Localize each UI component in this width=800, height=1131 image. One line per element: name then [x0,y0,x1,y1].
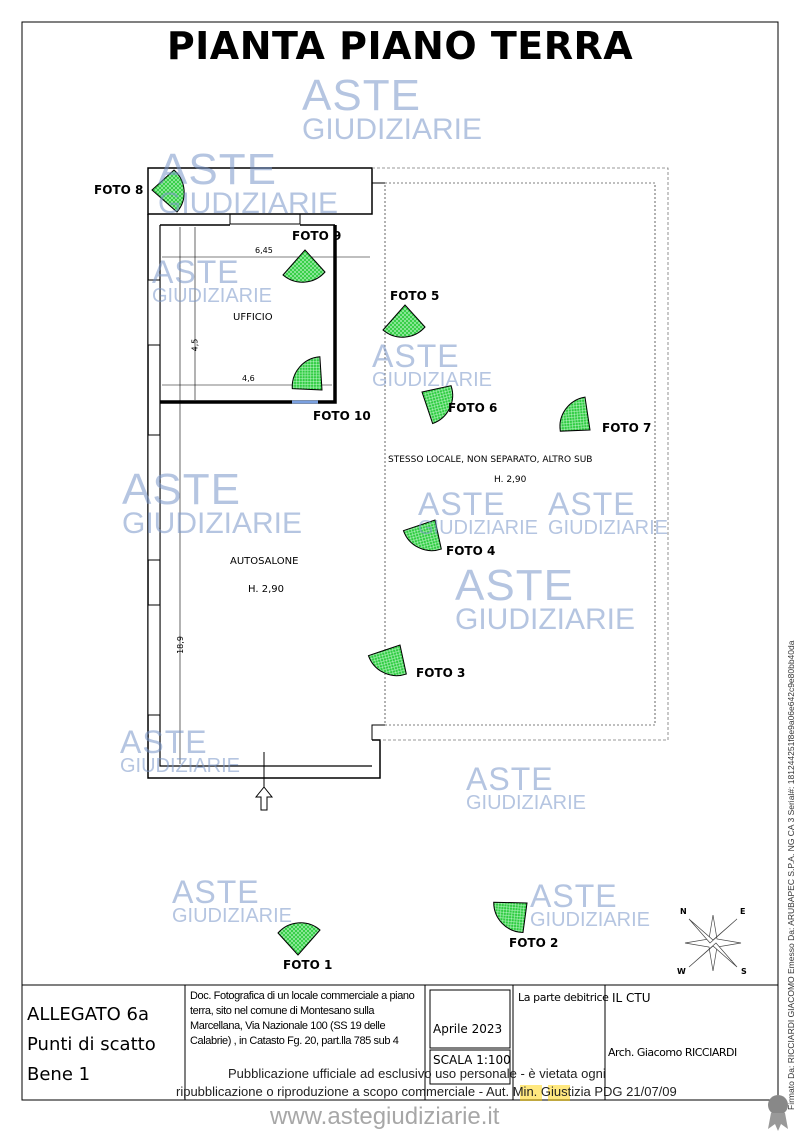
dimension-label: 4,5 [190,338,200,352]
foto-6-marker-icon [421,385,454,425]
foto-10-marker-icon [291,356,323,391]
highlight-mark [548,1085,570,1101]
page-title: PIANTA PIANO TERRA [166,24,634,68]
dimension-label: 4,6 [242,374,255,383]
foto-2-label: FOTO 2 [509,936,559,950]
site-watermark: www.astegiudiziarie.it [270,1103,500,1130]
allegato-label: ALLEGATO 6a [27,1004,149,1025]
date-label: Aprile 2023 [433,1022,503,1036]
disclaimer-line-2: ripubblicazione o riproduzione a scopo c… [176,1084,677,1099]
room-height-other: H. 2,90 [494,475,527,485]
compass-rose-icon [684,914,742,972]
foto-9-marker-icon [282,249,326,283]
disclaimer-line-1: Pubblicazione ufficiale ad esclusivo uso… [228,1066,606,1081]
office-wall [160,225,337,404]
entrance-arrow-icon [254,786,274,811]
dimension-label: 18,9 [175,636,185,654]
foto-4-marker-icon [402,519,442,552]
door [229,213,301,225]
window [147,279,161,346]
adjacent-area-outline [372,167,669,741]
document-description: Doc. Fotografica di un locale commercial… [190,990,415,1047]
page-frame [21,21,779,1101]
foto-3-marker-icon [367,644,407,677]
outer-wall [147,214,381,779]
room-height-autosalone: H. 2,90 [248,584,284,595]
foto-10-label: FOTO 10 [313,409,371,423]
foto-8-marker-icon [151,169,185,213]
foto-5-marker-icon [382,304,426,338]
foto-4-label: FOTO 4 [446,544,496,558]
digital-signature-text: Firmato Da: RICCIARDI GIACOMO Emesso Da:… [786,640,796,1110]
foto-8-label: FOTO 8 [94,183,144,197]
room-label-autosalone: AUTOSALONE [230,556,299,567]
bene-label: Bene 1 [27,1064,91,1085]
foto-2-marker-icon [493,901,528,933]
foto-9-label: FOTO 9 [292,229,342,243]
window [147,434,161,561]
compass-n: N [680,907,687,916]
foto-6-label: FOTO 6 [448,401,498,415]
subject-label: Punti di scatto [27,1034,156,1055]
window [147,604,161,716]
foto-7-marker-icon [559,396,591,432]
compass-s: S [741,967,747,976]
foto-7-label: FOTO 7 [602,421,652,435]
compass-w: W [677,967,686,976]
architect-label: Arch. Giacomo RICCIARDI [608,1046,737,1059]
room-label-ufficio: UFFICIO [233,312,273,323]
scale-label: SCALA 1:100 [433,1053,511,1067]
inner-wall [159,225,372,767]
foto-3-label: FOTO 3 [416,666,466,680]
seal-icon [768,1095,788,1131]
dimension-label: 6,45 [255,246,273,255]
foto-5-label: FOTO 5 [390,289,440,303]
highlight-mark [520,1085,542,1101]
foto-1-marker-icon [277,922,321,956]
room-label-other: STESSO LOCALE, NON SEPARATO, ALTRO SUB [388,455,593,465]
foto-1-label: FOTO 1 [283,958,333,972]
ctu-label: IL CTU [612,991,651,1005]
compass-e: E [740,907,746,916]
debtor-label: La parte debitrice [518,991,609,1004]
